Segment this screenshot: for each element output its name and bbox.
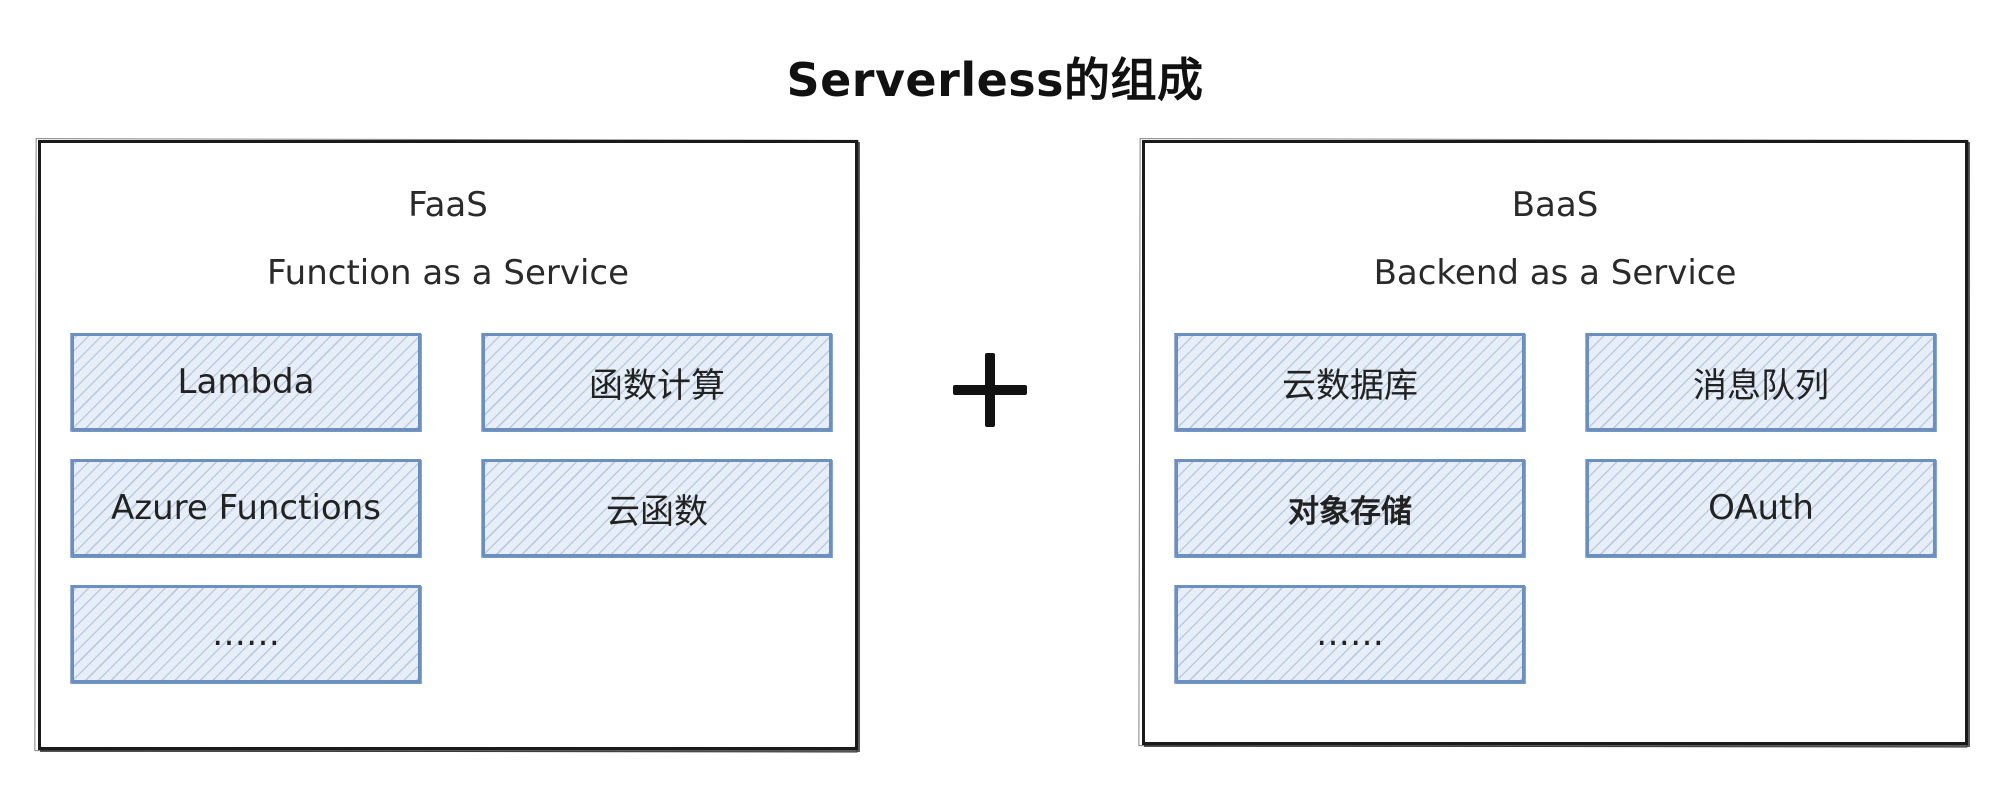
baas-heading: BaaS — [1511, 185, 1599, 225]
baas-item-message-queue: 消息队列 — [1585, 333, 1936, 432]
baas-panel: BaaS Backend as a Service 云数据库 消息队列 对象存储… — [1142, 140, 1968, 745]
item-label: 对象存储 — [1288, 493, 1412, 530]
item-label: Azure Functions — [111, 488, 381, 528]
baas-item-cloud-database: 云数据库 — [1174, 333, 1525, 432]
plus-icon — [945, 345, 1035, 435]
item-label: …… — [212, 614, 280, 654]
baas-item-oauth: OAuth — [1585, 459, 1936, 558]
faas-panel: FaaS Function as a Service Lambda 函数计算 A… — [38, 140, 858, 750]
item-label: 函数计算 — [589, 365, 725, 406]
item-label: Lambda — [177, 362, 315, 402]
baas-item-more: …… — [1174, 585, 1525, 684]
item-label: 云数据库 — [1282, 365, 1418, 406]
diagram-title: Serverless的组成 — [786, 53, 1204, 107]
item-label: 云函数 — [606, 491, 708, 532]
baas-item-object-storage: 对象存储 — [1174, 459, 1525, 558]
faas-item-azure-functions: Azure Functions — [70, 459, 421, 558]
baas-full-name: Backend as a Service — [1373, 253, 1737, 293]
faas-item-lambda: Lambda — [70, 333, 421, 432]
faas-item-cloud-function: 云函数 — [481, 459, 832, 558]
item-label: 消息队列 — [1693, 365, 1829, 406]
faas-full-name: Function as a Service — [266, 253, 630, 293]
item-label: OAuth — [1708, 488, 1814, 528]
faas-heading: FaaS — [408, 185, 488, 225]
item-label: …… — [1316, 614, 1384, 654]
faas-item-more: …… — [70, 585, 421, 684]
faas-item-function-compute: 函数计算 — [481, 333, 832, 432]
